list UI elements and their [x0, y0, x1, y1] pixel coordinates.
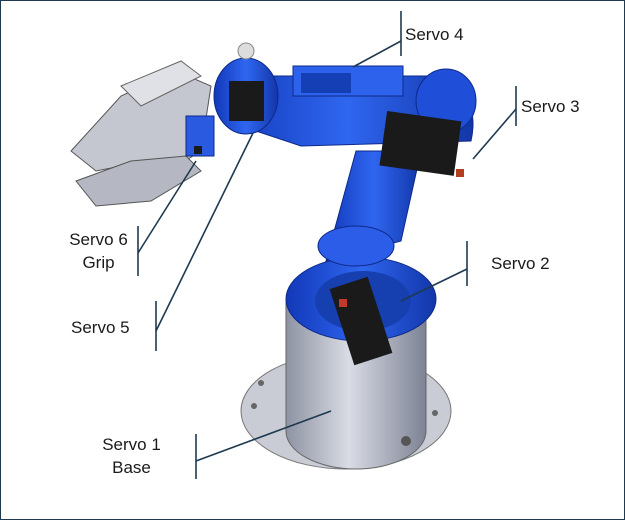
- label-servo-6: Servo 6 Grip: [51, 228, 146, 274]
- label-servo-1-title: Servo 1: [102, 435, 161, 454]
- label-servo-6-title: Servo 6: [69, 230, 128, 249]
- label-servo-3: Servo 3: [521, 97, 580, 116]
- base-cylinder: [285, 300, 427, 470]
- leader-lines: [137, 11, 517, 479]
- lower-arm-link: [317, 150, 422, 267]
- label-servo-1-base: Base: [112, 458, 151, 477]
- servo-2-mount: [285, 256, 437, 366]
- upper-arm-link: [220, 65, 477, 177]
- label-servo-1: Servo 1 Base: [84, 433, 179, 479]
- label-servo-6-grip: Grip: [82, 253, 115, 272]
- label-servo-4: Servo 4: [405, 25, 464, 44]
- wrist-servo-5: [213, 42, 279, 135]
- label-servo-5: Servo 5: [71, 318, 130, 337]
- label-servo-2: Servo 2: [491, 254, 550, 273]
- gripper: [70, 60, 215, 207]
